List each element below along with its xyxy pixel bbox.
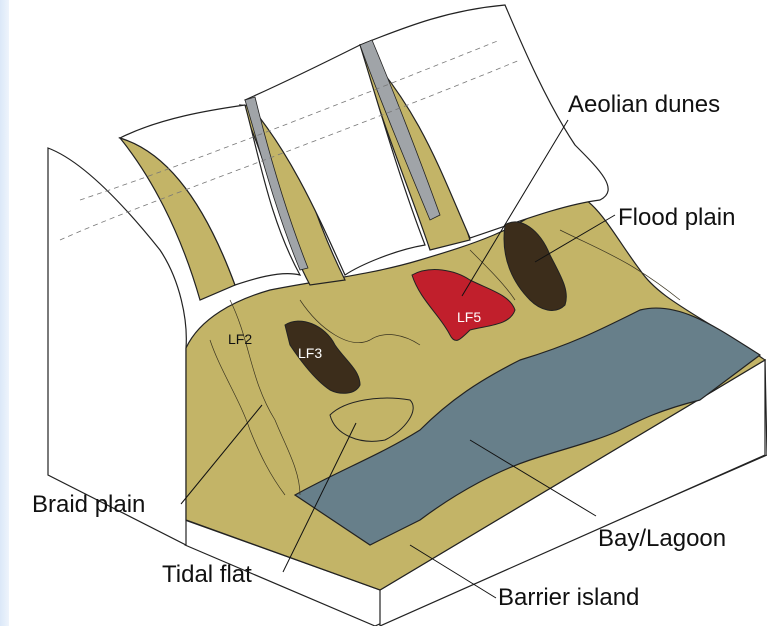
label-barrier-island: Barrier island xyxy=(498,584,639,611)
label-lf2: LF2 xyxy=(228,331,252,347)
label-bay-lagoon: Bay/Lagoon xyxy=(598,525,726,552)
label-lf5: LF5 xyxy=(457,309,481,325)
label-aeolian-dunes: Aeolian dunes xyxy=(568,91,720,118)
label-braid-plain: Braid plain xyxy=(32,491,145,518)
label-flood-plain: Flood plain xyxy=(618,204,735,231)
label-tidal-flat: Tidal flat xyxy=(162,561,252,588)
label-lf3: LF3 xyxy=(298,345,322,361)
